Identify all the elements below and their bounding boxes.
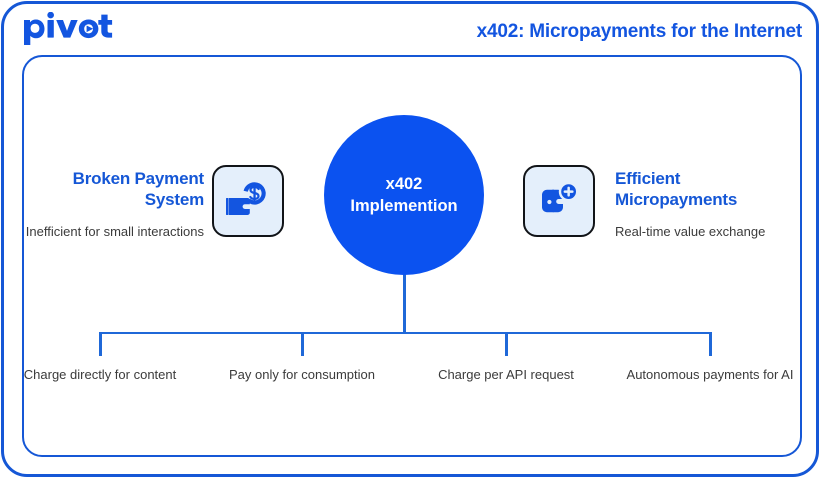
wallet-plus-icon xyxy=(542,181,579,213)
right-concept-title: Efficient Micropayments xyxy=(615,169,738,210)
right-concept-subtitle: Real-time value exchange xyxy=(615,223,766,239)
right-concept-block: Efficient Micropayments Real-time value … xyxy=(615,168,805,240)
wallet-dollar-icon xyxy=(226,182,266,215)
connector-drop-3 xyxy=(505,331,508,356)
wallet-dollar-icon-box xyxy=(212,165,284,237)
connector-stem xyxy=(403,272,406,333)
connector-drop-2 xyxy=(301,331,304,356)
left-concept-block: Broken Payment System Inefficient for sm… xyxy=(14,168,204,240)
connector-bar xyxy=(99,331,711,334)
leaf-label-3: Charge per API request xyxy=(438,367,574,382)
leaf-label-1: Charge directly for content xyxy=(23,367,177,382)
leaf-label-4: Autonomous payments for AI xyxy=(626,367,794,382)
leaf-label-2: Pay only for consumption xyxy=(229,367,375,382)
left-concept-title: Broken Payment System xyxy=(72,169,205,210)
connector-drop-4 xyxy=(709,331,712,356)
left-concept-subtitle: Inefficient for small interactions xyxy=(25,223,204,239)
wallet-plus-icon-box xyxy=(523,165,595,237)
center-node-x402: x402 Implemention xyxy=(324,115,484,275)
connector-drop-1 xyxy=(99,331,102,356)
brand-logo[interactable]: pivot xyxy=(22,12,126,46)
center-node-line2: Implemention xyxy=(350,197,458,215)
center-node-line1: x402 xyxy=(385,174,423,193)
deck-title: x402: Micropayments for the Internet xyxy=(476,21,803,42)
pivot-wordmark-icon xyxy=(24,12,113,45)
slide-header: pivot x402: Micropayments for the Intern… xyxy=(0,0,824,56)
